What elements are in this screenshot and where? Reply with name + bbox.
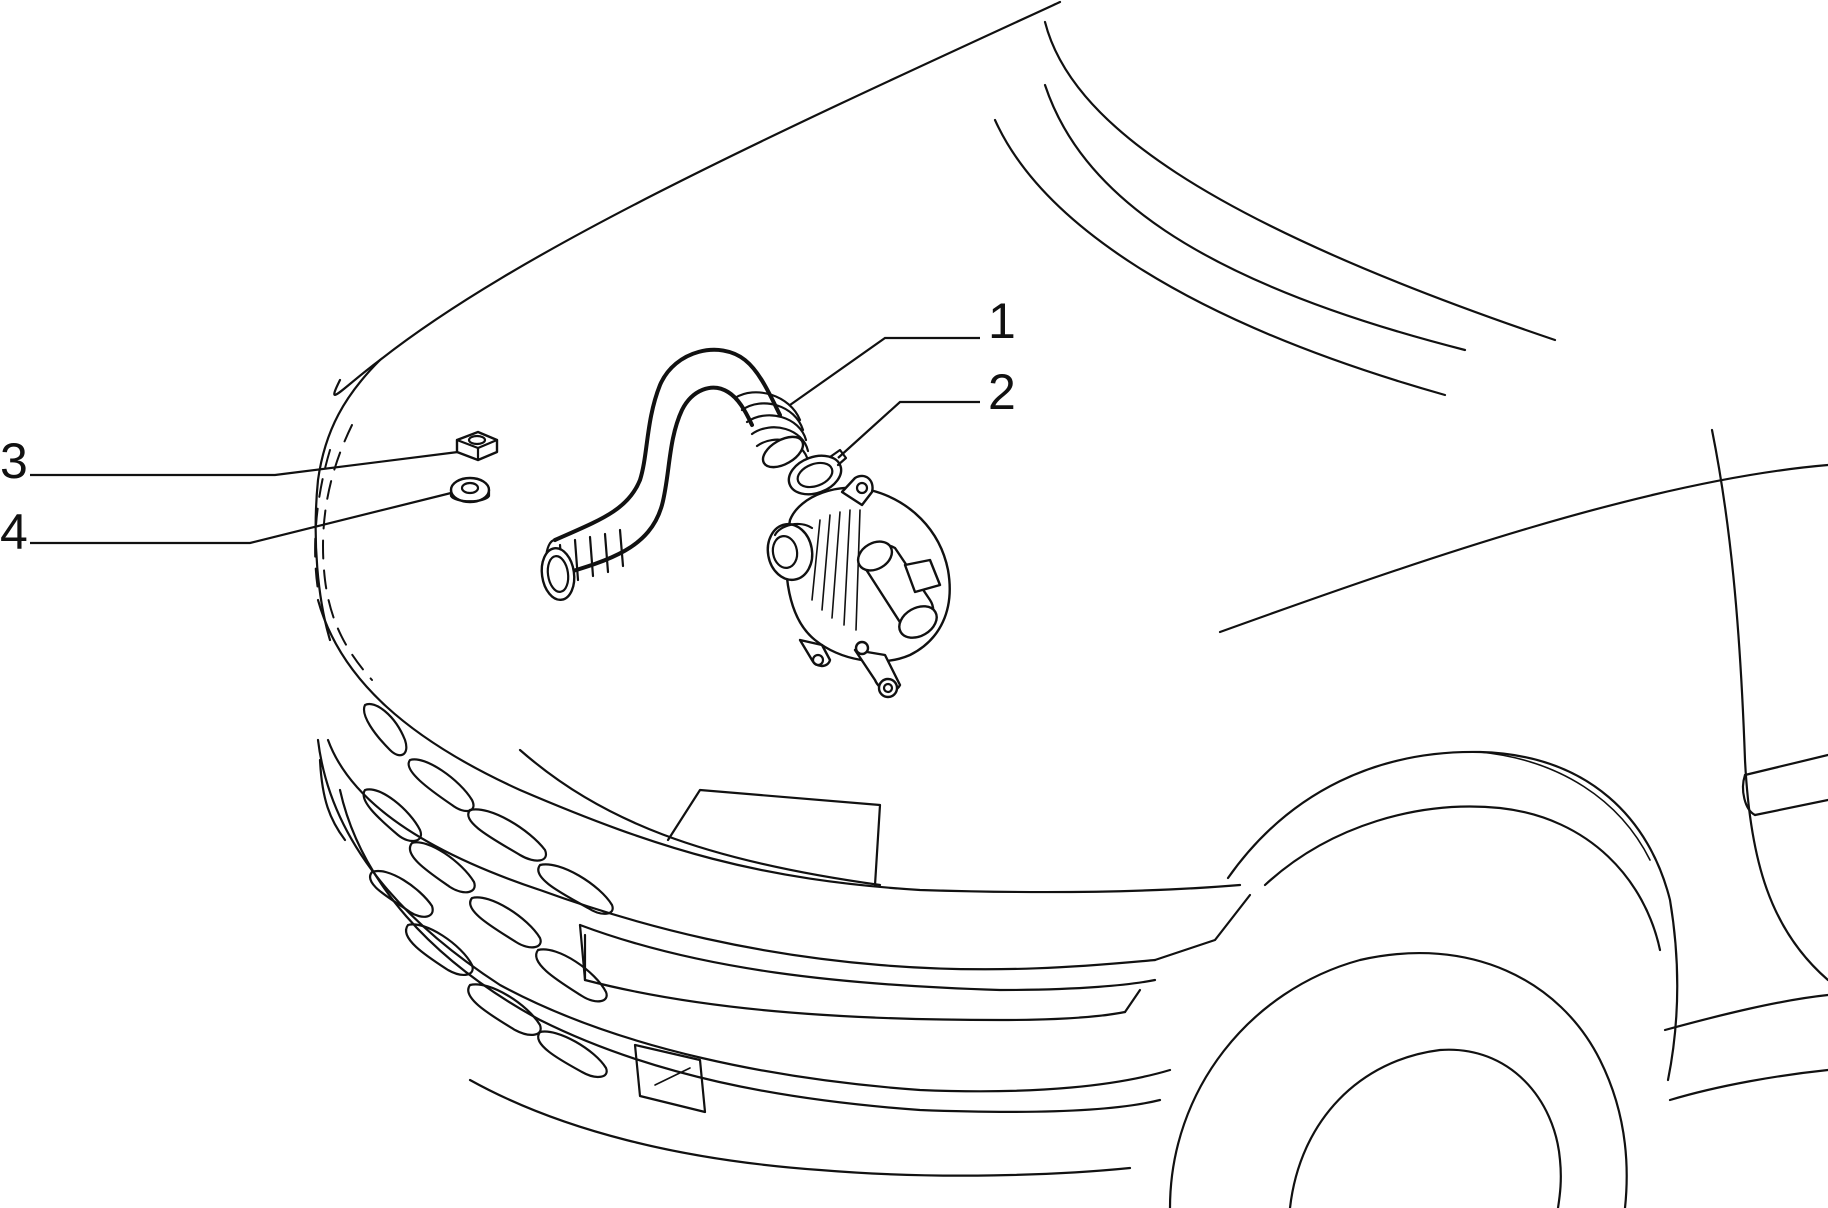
washer-part <box>449 476 491 504</box>
nut-part <box>455 430 499 462</box>
callout-1: 1 <box>988 293 1016 349</box>
callout-2: 2 <box>988 364 1016 420</box>
leader-lines <box>30 336 980 545</box>
leader-line-4 <box>30 491 452 545</box>
hose-part <box>540 347 810 602</box>
callout-labels: 1 2 3 4 <box>0 293 1016 560</box>
callout-4: 4 <box>0 504 28 560</box>
leader-line-1 <box>789 336 980 406</box>
leader-line-2 <box>837 400 980 459</box>
hose-corrugated-end-lower <box>540 528 625 602</box>
grille-slots <box>362 702 614 1078</box>
callout-3: 3 <box>0 433 28 489</box>
pump-assembly <box>766 474 951 699</box>
hose-clamp-part <box>787 448 848 496</box>
hose-corrugated-end-upper <box>733 391 810 469</box>
car-body-outline <box>314 0 1828 1208</box>
leader-line-3 <box>30 450 459 477</box>
